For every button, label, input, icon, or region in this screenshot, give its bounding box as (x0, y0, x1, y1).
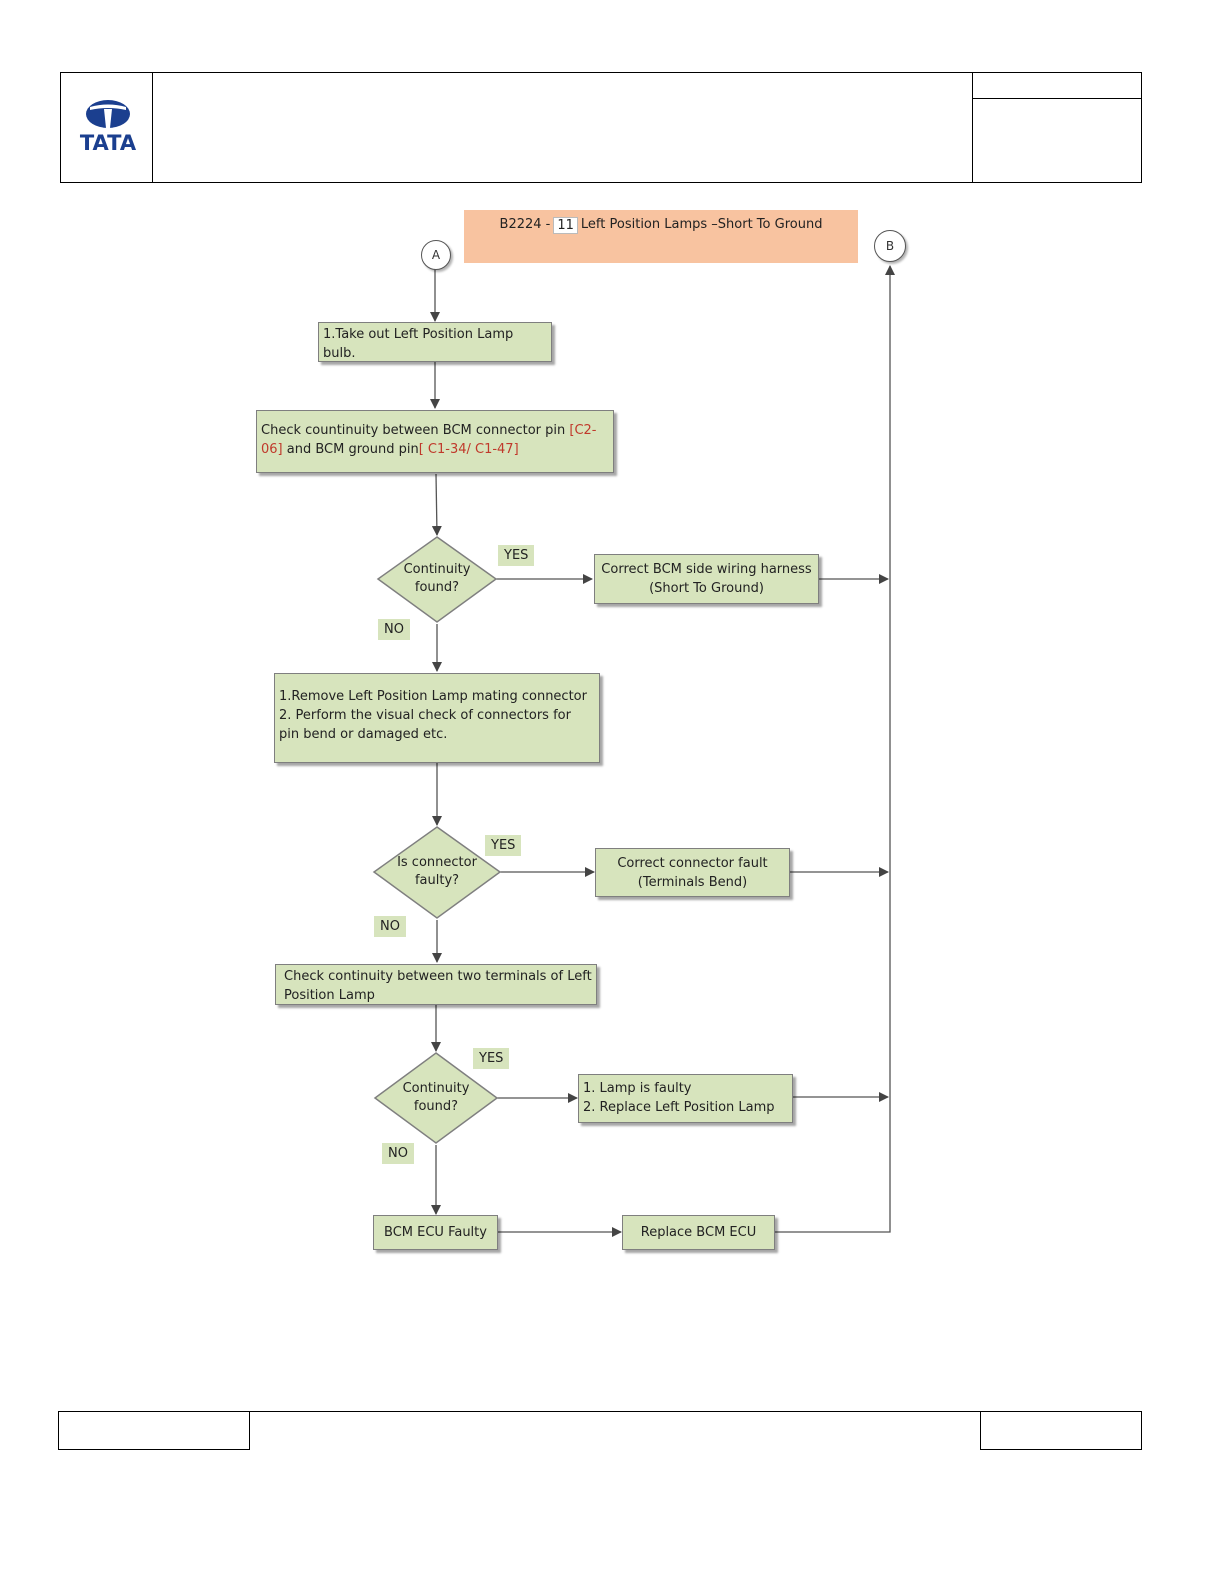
header-frame (60, 72, 1142, 183)
no-label-1: NO (378, 619, 410, 640)
step-check-bcm-text2: and BCM ground pin (282, 442, 419, 457)
step-check-terminals: Check continuity between two terminals o… (275, 964, 597, 1005)
result-correct-connector-fault: Correct connector fault (Terminals Bend) (595, 848, 790, 897)
decision-diamond-1 (376, 536, 498, 623)
step-check-bcm-continuity: Check countinuity between BCM connector … (256, 410, 614, 473)
result-r2-line1: Correct connector fault (617, 855, 768, 871)
title-text: Left Position Lamps –Short To Ground (580, 217, 823, 232)
flowchart-title: B2224 - 11 Left Position Lamps –Short To… (464, 210, 858, 263)
header-right-divider (972, 98, 1142, 99)
step-remove-connector-line1: 1.Remove Left Position Lamp mating conne… (279, 689, 587, 704)
result-r3-line1: 1. Lamp is faulty (583, 1081, 692, 1096)
step-take-out-bulb-text: 1.Take out Left Position Lamp bulb. (323, 327, 514, 361)
result-r1-line2: (Short To Ground) (649, 581, 764, 596)
step-bcm-ecu-faulty: BCM ECU Faulty (373, 1215, 498, 1250)
step-check-bcm-text1: Check countinuity between BCM connector … (261, 423, 570, 438)
decision-diamond-2 (372, 826, 502, 919)
step-take-out-bulb: 1.Take out Left Position Lamp bulb. (318, 322, 552, 362)
decision-diamond-3 (373, 1052, 499, 1144)
connector-a: A (421, 240, 451, 270)
header-right-cell (972, 72, 1142, 183)
yes-label-1: YES (498, 545, 535, 566)
no-label-3: NO (382, 1143, 414, 1164)
yes-label-2: YES (485, 835, 522, 856)
step-replace-bcm-ecu-text: Replace BCM ECU (640, 1225, 757, 1240)
decision-1-text: Continuity found? (403, 562, 471, 595)
title-code-prefix: B2224 - (499, 217, 551, 232)
footer-middle-line (250, 1411, 982, 1412)
title-code-box: 11 (553, 217, 578, 234)
tata-logo: TATA (76, 100, 140, 156)
arrow-replace-to-b (775, 265, 895, 1233)
no-label-2: NO (374, 916, 406, 937)
result-r3-line2: 2. Replace Left Position Lamp (583, 1100, 775, 1115)
footer-right-cell (980, 1411, 1142, 1450)
step-remove-connector: 1.Remove Left Position Lamp mating conne… (274, 673, 600, 763)
step-replace-bcm-ecu: Replace BCM ECU (622, 1215, 775, 1250)
footer-left-cell (58, 1411, 250, 1450)
bcm-ground-pins: [ C1-34/ C1-47] (418, 442, 519, 457)
arrow-step2-to-d1 (431, 473, 442, 536)
tata-logo-text: TATA (79, 131, 137, 155)
yes-label-3: YES (473, 1048, 510, 1069)
decision-2-text: Is connector faulty? (397, 855, 477, 888)
header-logo-cell (60, 72, 153, 183)
bcm-connector-pin: [C2-06] (261, 423, 597, 457)
result-lamp-faulty: 1. Lamp is faulty 2. Replace Left Positi… (578, 1074, 793, 1123)
step-remove-connector-line2: 2. Perform the visual check of connector… (279, 708, 571, 742)
result-r1-line1: Correct BCM side wiring harness (601, 562, 812, 577)
tata-logo-icon (86, 100, 130, 128)
result-correct-bcm-harness: Correct BCM side wiring harness (Short T… (594, 554, 819, 604)
decision-3-text: Continuity found? (402, 1081, 470, 1114)
result-r2-line2: (Terminals Bend) (637, 874, 748, 890)
step-check-terminals-text: Check continuity between two terminals o… (284, 969, 592, 1003)
step-bcm-ecu-faulty-text: BCM ECU Faulty (384, 1225, 487, 1240)
connector-b: B (874, 230, 906, 262)
